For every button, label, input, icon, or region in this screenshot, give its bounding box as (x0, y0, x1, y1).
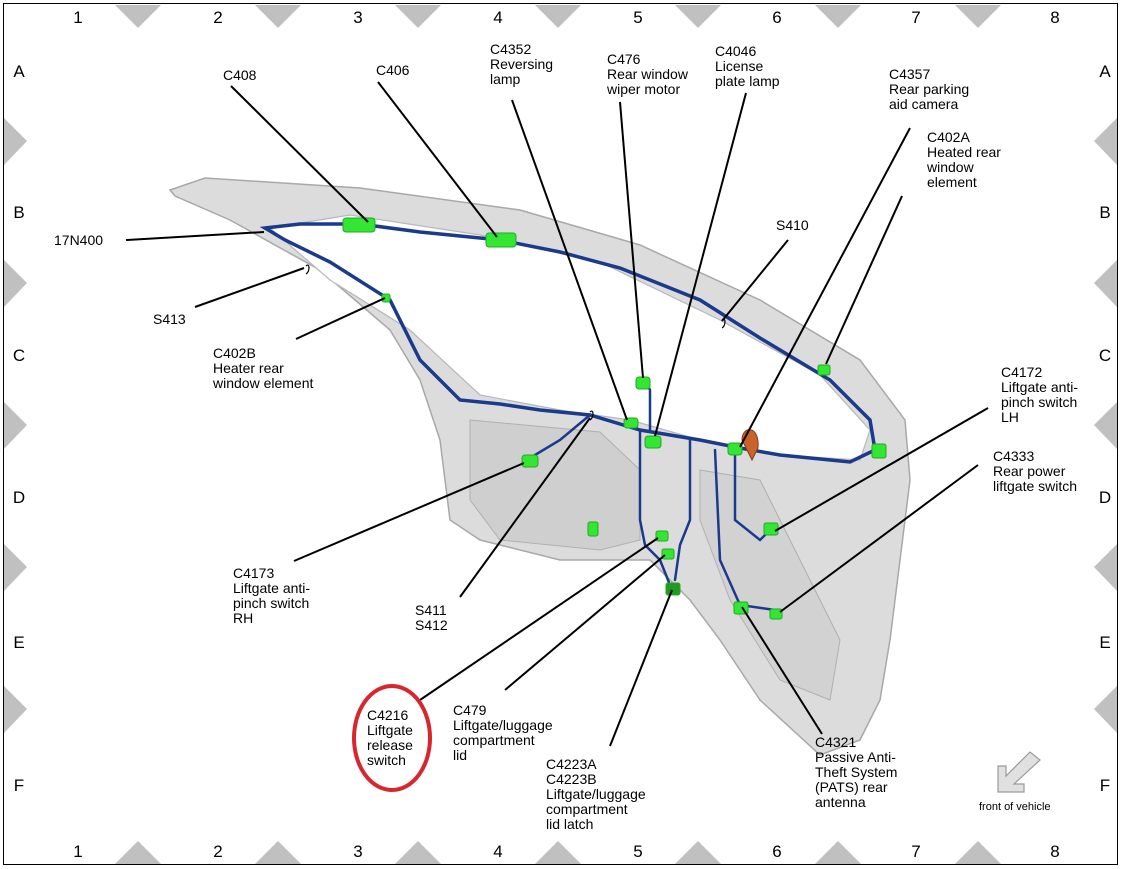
leader-lines (125, 81, 989, 747)
grid-marker (4, 402, 27, 449)
column-label: 1 (73, 842, 83, 861)
grid-marker (675, 841, 721, 864)
grid-marker (1094, 260, 1117, 307)
column-label: 5 (633, 8, 643, 27)
callout-s411-s412: S411 S412 (415, 602, 448, 633)
grid-marker (1094, 686, 1117, 733)
connector-c4333 (769, 608, 783, 620)
row-label: A (1099, 62, 1111, 81)
row-label: E (1099, 633, 1111, 652)
grid-marker (955, 841, 1001, 864)
column-label: 2 (213, 842, 223, 861)
connector-c4352 (623, 417, 639, 429)
callout-c4321: C4321 Passive Anti- Theft System (PATS) … (815, 734, 898, 810)
grid-marker (955, 5, 1001, 28)
callout-c476: C476 Rear window wiper motor (607, 51, 688, 97)
callout-c4333: C4333 Rear power liftgate switch (993, 448, 1078, 494)
splice-s413 (305, 264, 310, 275)
row-label: B (13, 203, 25, 222)
grid-marker (4, 544, 27, 591)
connector-misc (587, 521, 599, 537)
callout-c406: C406 (376, 62, 410, 78)
callout-c402b: C402B Heater rear window element (213, 345, 314, 391)
connector-c4357 (871, 443, 887, 459)
connector-c402a (817, 364, 831, 376)
row-label: C (1098, 346, 1112, 365)
grid-marker (1094, 402, 1117, 449)
grid-marker (4, 118, 27, 165)
front-of-vehicle-label: front of vehicle (979, 801, 1051, 813)
callout-c408: C408 (223, 67, 257, 83)
connectors (342, 217, 887, 620)
grid-marker (535, 5, 581, 28)
column-label: 8 (1050, 842, 1060, 861)
grid-marker (255, 5, 301, 28)
grid-marker (4, 260, 27, 307)
column-label: 4 (493, 8, 503, 27)
grid-marker (395, 841, 441, 864)
splice-s411 (589, 410, 594, 421)
grid-marker (675, 5, 721, 28)
connector-c476 (635, 376, 651, 390)
callout-17n400: 17N400 (54, 232, 104, 248)
callout-c4223: C4223A C4223B Liftgate/luggage compartme… (546, 756, 646, 832)
connector-c4223 (665, 582, 681, 596)
column-label: 2 (213, 8, 223, 27)
grid-marker (535, 841, 581, 864)
connector-c4173 (521, 454, 539, 468)
grid-markers (4, 5, 1117, 864)
callout-c402a: C402A Heated rear window element (927, 129, 1001, 190)
callout-c4046: C4046 License plate lamp (715, 43, 780, 89)
row-label: D (12, 488, 26, 507)
callout-c4352: C4352 Reversing lamp (490, 41, 554, 87)
callout-c4172: C4172 Liftgate anti- pinch switch LH (1001, 364, 1079, 425)
row-label: A (13, 62, 25, 81)
row-label: F (1099, 776, 1111, 795)
callout-s410: S410 (776, 217, 809, 233)
grid-marker (815, 841, 861, 864)
connector-c402b (381, 293, 391, 303)
liftgate-body (168, 177, 911, 756)
grid-marker (815, 5, 861, 28)
callout-s413: S413 (153, 311, 186, 327)
row-label: B (1099, 203, 1111, 222)
column-label: 3 (353, 842, 363, 861)
connector-c406 (485, 232, 517, 248)
column-label: 7 (911, 842, 921, 861)
connector-c4172 (763, 522, 779, 536)
grid-marker (255, 841, 301, 864)
grid-marker (115, 841, 161, 864)
connector-c4357b (727, 442, 743, 456)
grid-marker (1094, 118, 1117, 165)
grid-marker (4, 686, 27, 733)
callout-c4173: C4173 Liftgate anti- pinch switch RH (233, 565, 311, 626)
callout-c4216: C4216 Liftgate release switch (367, 707, 413, 768)
row-label: C (12, 346, 26, 365)
row-label: F (13, 776, 25, 795)
row-label: E (13, 633, 25, 652)
grid-marker (1094, 544, 1117, 591)
front-arrow-icon (997, 751, 1041, 793)
column-label: 5 (633, 842, 643, 861)
column-label: 3 (353, 8, 363, 27)
column-label: 7 (911, 8, 921, 27)
diagram-frame (3, 3, 1118, 865)
connector-c4216 (655, 530, 669, 542)
connector-c4046 (644, 435, 662, 449)
grid-marker (115, 5, 161, 28)
callout-c479: C479 Liftgate/luggage compartment lid (453, 702, 553, 763)
column-label: 1 (73, 8, 83, 27)
row-label: D (1098, 488, 1112, 507)
column-label: 6 (772, 842, 782, 861)
highlight-ellipse (352, 684, 432, 792)
column-label: 8 (1050, 8, 1060, 27)
grid-marker (395, 5, 441, 28)
column-label: 6 (772, 8, 782, 27)
column-label: 4 (493, 842, 503, 861)
callout-c4357: C4357 Rear parking aid camera (889, 66, 970, 112)
connector-c408 (342, 217, 376, 233)
connector-c479 (661, 548, 675, 560)
